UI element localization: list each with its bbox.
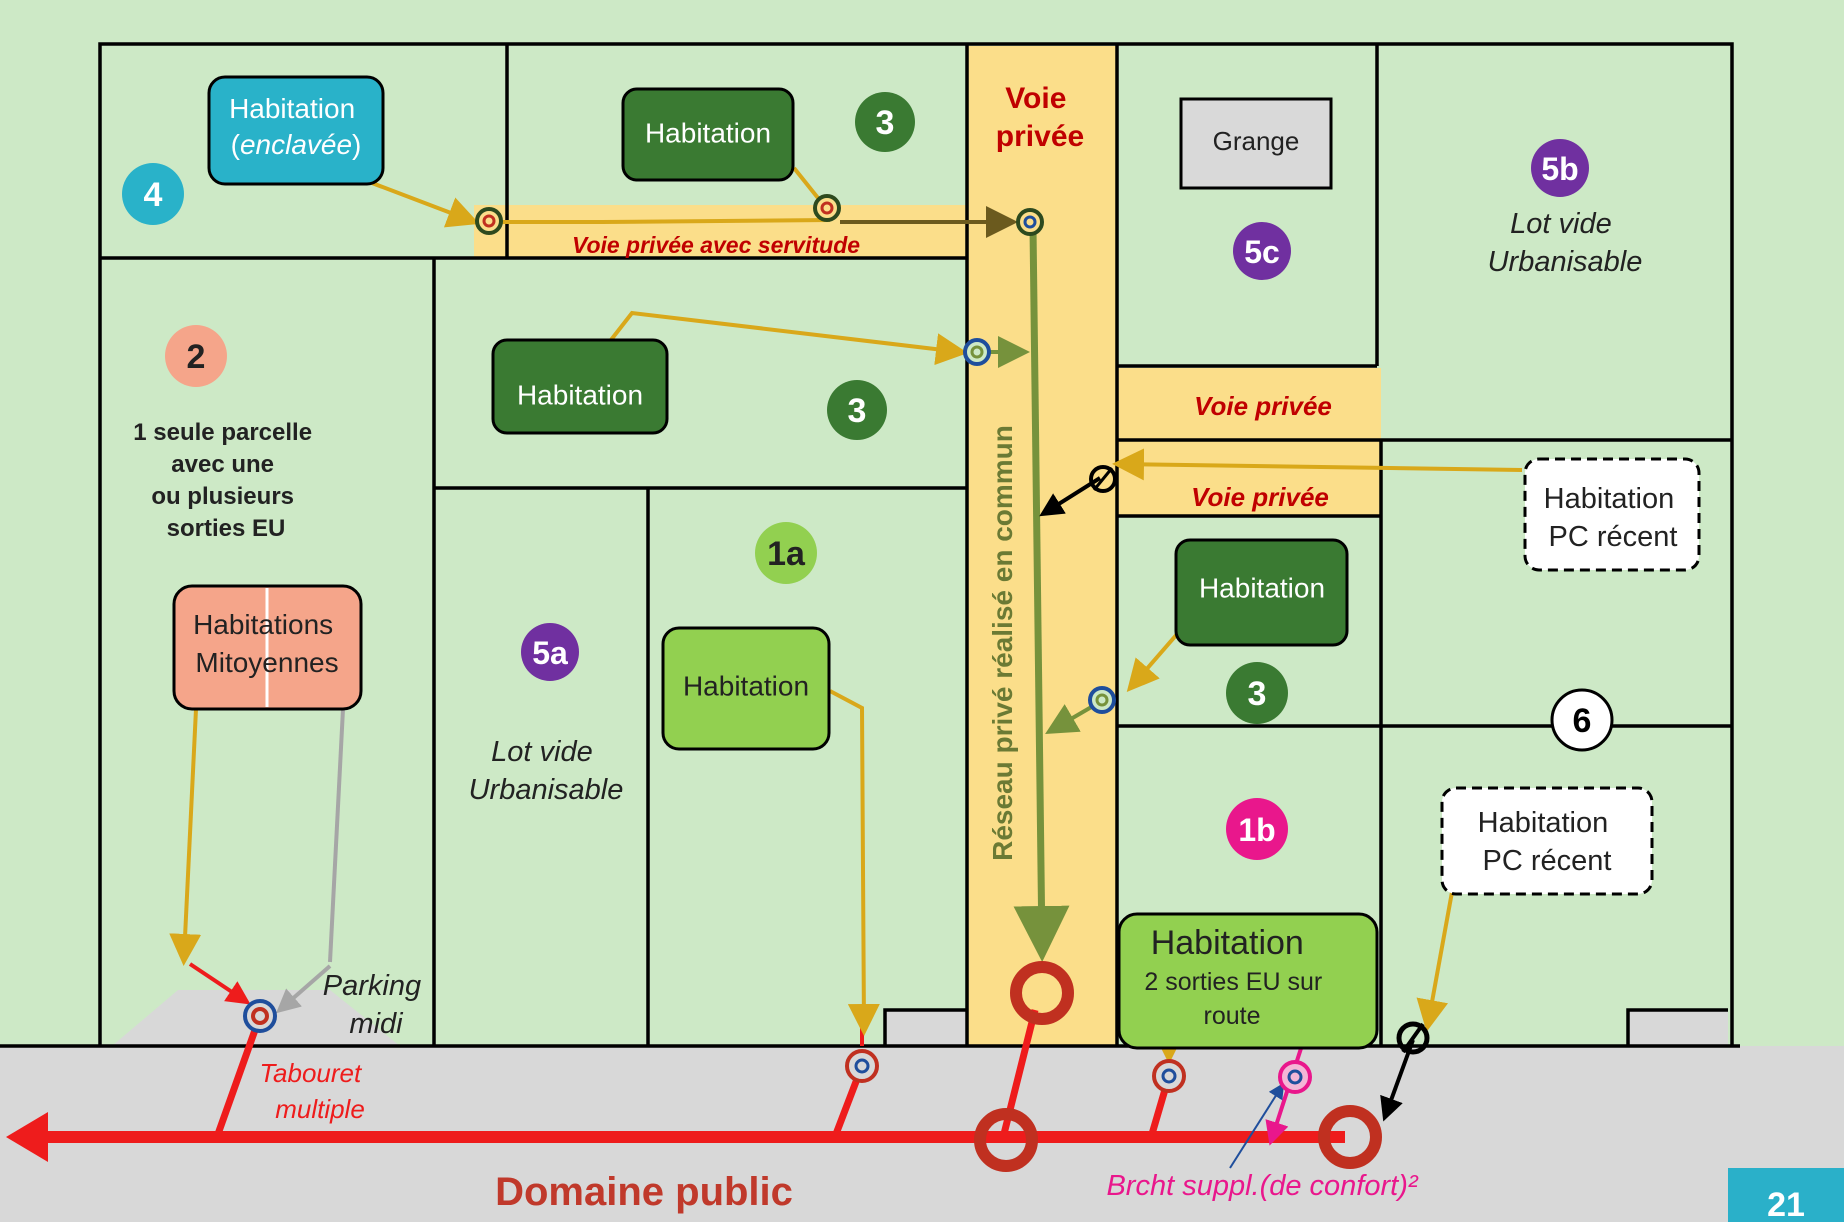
voie-privee-strip-1 [1117,368,1381,440]
house-2-label: Habitations Mitoyennes [193,609,341,678]
grey-pipe [328,708,345,963]
branch-to-tabouret [188,962,251,1005]
parcel-5c-badge [1233,222,1291,280]
house-3-mid [491,338,669,435]
svg-text:1b: 1b [1238,812,1275,848]
grange [1179,97,1333,190]
house-6-bottom [1440,786,1654,896]
house-1b [1117,912,1379,1050]
manhole-tabouret [243,999,277,1033]
voie-servitude-strip [474,205,967,257]
voie-privee-label-2: Voie privée [1191,482,1329,512]
parcking-label: Parking midi [323,970,429,1040]
tabouret-label: Tabouret multiple [260,1058,369,1124]
voie-privee-label-1: Voie privée [1194,391,1332,421]
common-network-main [1013,227,1070,962]
parcel-3-mid-badge [827,380,887,440]
parcel-2-description: 1 seule parcelle avec une ou plusieurs s… [133,419,318,542]
parcel-5a-text: Lot vide Urbanisable [469,736,624,806]
manhole-3-mid [963,338,991,366]
parcel-1a-badge [755,522,817,584]
parcel-5b-badge [1531,139,1589,197]
house-6-top-label: Habitation PC récent [1544,483,1683,553]
manhole-4 [475,207,503,235]
common-network-label: Réseau privé réalisé en commun [987,425,1018,861]
manhole-6-slash [1401,1022,1425,1054]
manhole-5-slash [1092,467,1114,491]
parcel-5b-text: Lot vide Urbanisable [1488,208,1643,278]
manhole-3-top [813,194,841,222]
manholes-small [243,194,1430,1094]
grange-label: Grange [1213,126,1300,156]
manhole-voie-5 [1089,465,1117,493]
manhole-3-right [1088,686,1116,714]
svg-text:6: 6 [1573,702,1592,740]
parcel-5a-badge [521,623,579,681]
voie-privee-title: Voie privée [996,82,1084,153]
page-number: 21 [1767,1186,1805,1222]
svg-text:3: 3 [848,392,867,430]
house-6-bottom-label: Habitation PC récent [1478,807,1617,877]
svg-text:3: 3 [876,104,895,142]
manhole-brcht [1278,1060,1312,1094]
brcht-label: Brcht suppl.(de confort)² [1106,1170,1418,1202]
svg-text:3: 3 [1248,675,1267,713]
svg-text:2: 2 [187,338,206,376]
house-4-label: Habitation (enclavée) [229,93,363,160]
house-3-top-label: Habitation [645,117,771,148]
house-6-top [1523,457,1701,572]
house-3-right [1174,538,1349,647]
page-number-tab [1728,1168,1844,1222]
svg-text:5a: 5a [532,635,568,671]
house-3-top [621,87,795,182]
domaine-public-label: Domaine public [495,1170,793,1214]
manhole-6 [1396,1021,1430,1055]
voie-privee-strip-2 [1117,440,1381,516]
svg-text:5b: 5b [1541,151,1578,187]
curb-element-2 [1628,1010,1728,1046]
house-1b-label: Habitation 2 sorties EU sur route [1144,924,1331,1030]
parcel-3-right-badge [1226,662,1288,724]
manholes-large [974,961,1382,1172]
parcel-numbers: 4 3 3 3 2 5a 5b 5c 1a 1b 6 [122,92,1614,860]
parcel-4-badge [122,163,184,225]
house-1a [661,626,831,751]
manhole-voie-top [1016,208,1044,236]
house-4 [207,75,385,186]
house-3-mid-label: Habitation [517,379,643,410]
manhole-1b [1152,1059,1186,1093]
curb-element-1 [885,1010,967,1046]
parcel-2-badge [165,325,227,387]
svg-text:5c: 5c [1244,234,1280,270]
house-1a-label: Habitation [683,670,809,701]
house-3-right-label: Habitation [1199,572,1325,603]
parcel-1b-badge [1226,798,1288,860]
parcel-6-badge [1550,688,1614,752]
svg-text:4: 4 [144,176,163,214]
grey-pipe-branch [275,964,332,1014]
brcht-pointer [1229,1082,1285,1169]
manhole-1a [845,1049,879,1083]
main-sewer-arrowhead [6,1112,48,1162]
voie-servitude-label: Voie privée avec servitude [572,232,860,258]
parcel-3-top-badge [855,92,915,152]
svg-text:1a: 1a [767,535,806,573]
